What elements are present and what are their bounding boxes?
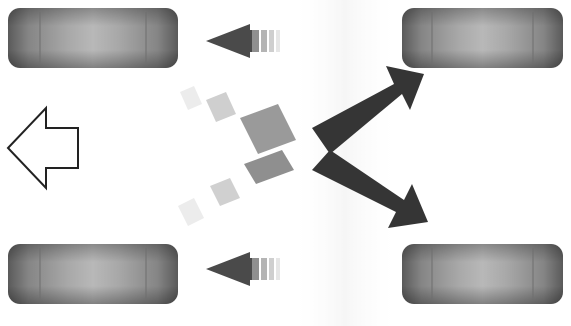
wheel-rear-right [402,244,563,304]
wheel-front-left [8,8,178,68]
front-left-torque-arrow-icon [206,24,280,58]
upper-fading-trail [180,86,296,154]
lower-fading-trail [178,150,294,226]
wheel-rear-left [8,244,178,304]
rear-right-torque-arrow-icon [312,150,428,228]
wheel-front-right [402,8,563,68]
rear-left-torque-arrow-icon [206,252,280,286]
direction-arrow-icon [6,105,79,191]
front-right-torque-arrow-icon [312,66,424,154]
